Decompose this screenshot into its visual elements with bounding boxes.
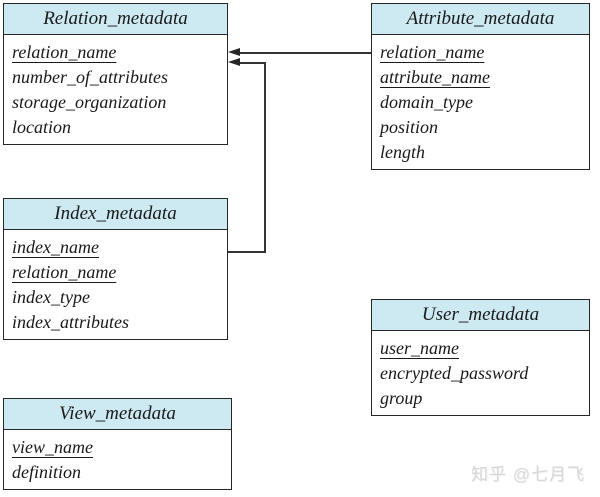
connector-index-to-relation-bottom-segment xyxy=(228,251,266,253)
watermark-text: 知乎 @七月飞 xyxy=(471,465,585,484)
table-index-metadata-body: index_name relation_name index_type inde… xyxy=(4,230,227,339)
field-relation-name: relation_name xyxy=(12,42,117,62)
table-attribute-metadata: Attribute_metadata relation_name attribu… xyxy=(371,3,590,170)
field-position: position xyxy=(380,117,439,137)
field-attribute-name: attribute_name xyxy=(380,67,490,87)
field-user-name: user_name xyxy=(380,338,459,358)
field-index-attributes: index_attributes xyxy=(12,312,129,332)
field-location: location xyxy=(12,117,71,137)
table-view-metadata-title: View_metadata xyxy=(4,399,231,430)
table-user-metadata-body: user_name encrypted_password group xyxy=(372,331,589,415)
table-relation-metadata-title: Relation_metadata xyxy=(4,4,227,35)
table-user-metadata: User_metadata user_name encrypted_passwo… xyxy=(371,299,590,416)
table-user-metadata-title: User_metadata xyxy=(372,300,589,331)
field-relation-name: relation_name xyxy=(12,262,117,282)
connector-attribute-to-relation-line xyxy=(239,52,371,54)
field-group: group xyxy=(380,388,423,408)
field-relation-name: relation_name xyxy=(380,42,485,62)
field-index-name: index_name xyxy=(12,237,99,257)
table-index-metadata: Index_metadata index_name relation_name … xyxy=(3,198,228,340)
field-domain-type: domain_type xyxy=(380,92,473,112)
table-view-metadata-body: view_name definition xyxy=(4,430,231,489)
field-number-of-attributes: number_of_attributes xyxy=(12,67,168,87)
table-attribute-metadata-title: Attribute_metadata xyxy=(372,4,589,35)
connector-index-to-relation-vertical-segment xyxy=(264,62,266,253)
field-encrypted-password: encrypted_password xyxy=(380,363,529,383)
field-view-name: view_name xyxy=(12,437,93,457)
table-index-metadata-title: Index_metadata xyxy=(4,199,227,230)
field-storage-organization: storage_organization xyxy=(12,92,167,112)
table-relation-metadata-body: relation_name number_of_attributes stora… xyxy=(4,35,227,144)
field-definition: definition xyxy=(12,462,81,482)
field-length: length xyxy=(380,142,425,162)
table-relation-metadata: Relation_metadata relation_name number_o… xyxy=(3,3,228,145)
arrowhead-index-to-relation-icon xyxy=(228,58,240,66)
arrowhead-attribute-to-relation-icon xyxy=(228,48,240,56)
field-index-type: index_type xyxy=(12,287,90,307)
connector-index-to-relation-top-segment xyxy=(239,62,266,64)
table-attribute-metadata-body: relation_name attribute_name domain_type… xyxy=(372,35,589,169)
table-view-metadata: View_metadata view_name definition xyxy=(3,398,232,490)
